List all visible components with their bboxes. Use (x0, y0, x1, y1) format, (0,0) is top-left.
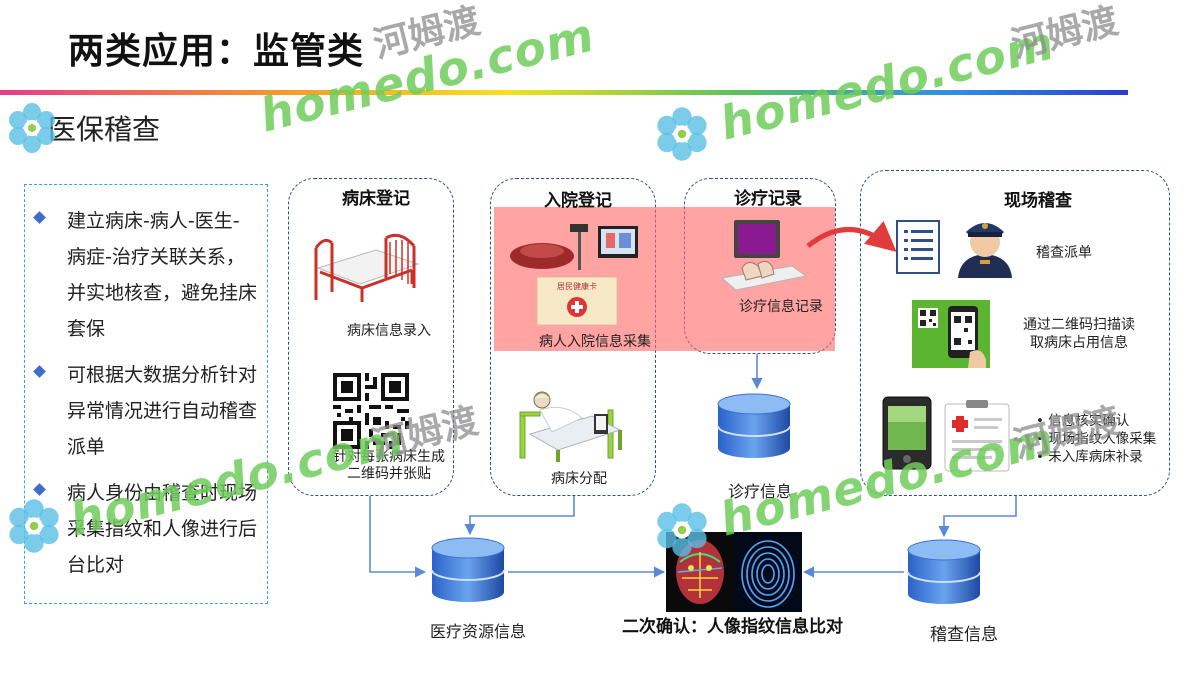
bullet-item: 建立病床-病人-医生-病症-治疗关联关系，并实地核查，避免挂床套保 (35, 203, 257, 347)
qr-scan-label-line2: 取病床占用信息 (1030, 335, 1128, 351)
inspector-avatar-icon (958, 223, 1012, 278)
diagnosis-database-label: 诊疗信息 (727, 482, 792, 501)
card-reader-icon (510, 224, 638, 270)
watermark-flower-icon (657, 107, 707, 161)
bullet-dot-icon: • (1036, 431, 1049, 447)
diagnosis-info-label: 诊疗信息记录 (739, 299, 823, 315)
task-text: 现场指纹人像采集 (1048, 431, 1157, 447)
handheld-device-icon (882, 396, 932, 470)
patient-bed-icon (519, 391, 622, 462)
qr-generation-label-line2: 二维码并张贴 (347, 466, 431, 482)
bed-info-entry-label: 病床信息录入 (347, 323, 431, 339)
computer-icon (720, 220, 808, 291)
hospital-bed-icon (314, 233, 420, 302)
qr-scan-label-line1: 通过二维码扫描读 (1023, 317, 1135, 333)
bullet-text: 可根据大数据分析针对异常情况进行自动稽查派单 (67, 364, 258, 458)
inspection-title: 现场稽查 (1004, 191, 1072, 211)
bullet-dot-icon: • (1036, 413, 1049, 429)
bullet-item: 可根据大数据分析针对异常情况进行自动稽查派单 (35, 357, 257, 465)
watermark-flower-icon (657, 503, 707, 557)
admission-info-label: 病人入院信息采集 (539, 334, 651, 350)
qr-code-icon (333, 373, 409, 449)
qr-scan-phone-icon (912, 300, 990, 368)
watermark-flower-icon (9, 103, 55, 153)
task-item: • 未入库病床补录 (1036, 448, 1156, 466)
admission-title: 入院登记 (544, 191, 612, 211)
task-item: • 现场指纹人像采集 (1036, 430, 1156, 448)
biometric-compare-caption: 二次确认：人像指纹信息比对 (622, 617, 843, 637)
fingerprint-icon (734, 532, 802, 612)
document-icon (896, 220, 940, 274)
bed-registration-title: 病床登记 (342, 189, 410, 209)
diagnosis-title: 诊疗记录 (734, 189, 802, 209)
title-divider (0, 90, 1128, 95)
bed-registration-box (288, 178, 454, 496)
medical-clipboard-icon (944, 400, 1010, 472)
bullet-text: 建立病床-病人-医生-病症-治疗关联关系，并实地核查，避免挂床套保 (67, 210, 258, 340)
inspection-database-icon (907, 539, 981, 604)
bed-assignment-label: 病床分配 (551, 471, 607, 487)
watermark-flower-icon (9, 499, 59, 553)
diagnosis-database-icon (717, 393, 791, 458)
bullet-item: 病人身份由稽查时现场采集指纹和人像进行后台比对 (35, 475, 257, 583)
medical-resource-database-icon (431, 537, 505, 602)
dispatch-label: 稽查派单 (1036, 245, 1092, 261)
inspection-box (860, 170, 1170, 496)
bullet-text: 病人身份由稽查时现场采集指纹和人像进行后台比对 (67, 482, 258, 576)
task-item: • 信息核实确认 (1036, 412, 1156, 430)
inspection-task-list: • 信息核实确认 • 现场指纹人像采集 • 未入库病床补录 (1036, 412, 1156, 466)
health-card-text: 居民健康卡 (557, 281, 597, 291)
bullet-dot-icon: • (1036, 449, 1049, 465)
inspection-database-label: 稽查信息 (930, 625, 998, 645)
medical-resource-label: 医疗资源信息 (429, 622, 526, 641)
health-card-icon: 居民健康卡 (537, 277, 617, 325)
qr-generation-label-line1: 针对每张病床生成 (333, 449, 445, 465)
section-heading: 医保稽查 (48, 113, 161, 146)
biometric-compare-image (666, 532, 802, 612)
task-text: 未入库病床补录 (1048, 449, 1143, 465)
task-text: 信息核实确认 (1048, 413, 1130, 429)
bullet-panel: 建立病床-病人-医生-病症-治疗关联关系，并实地核查，避免挂床套保 可根据大数据… (24, 184, 268, 604)
page-title: 两类应用：监管类 (68, 31, 365, 72)
